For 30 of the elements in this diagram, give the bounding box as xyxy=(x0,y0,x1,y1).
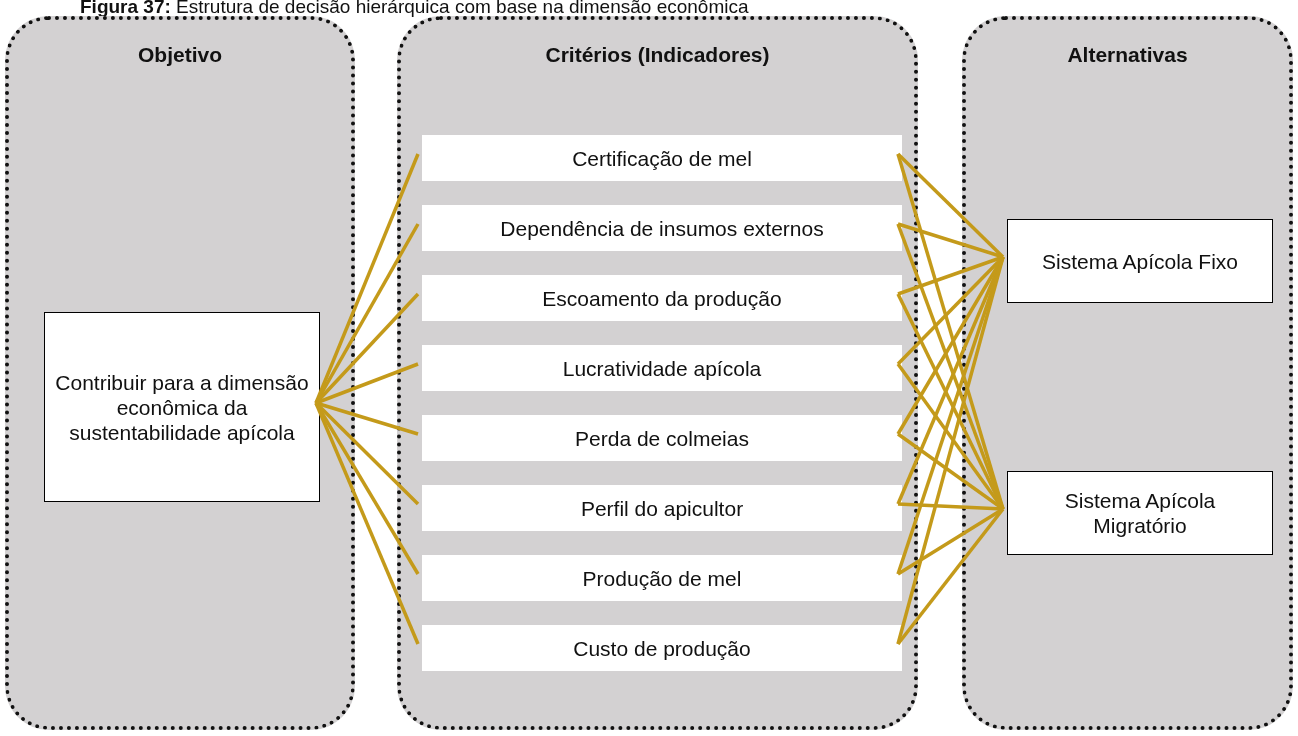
connector-line xyxy=(896,152,1005,259)
connector-line xyxy=(896,293,1005,510)
text-box: Sistema Apícola Migratório xyxy=(1007,471,1273,555)
group-panel xyxy=(962,16,1293,730)
criterion-box: Lucratividade apícola xyxy=(422,345,902,391)
panel-heading: Alternativas xyxy=(1066,42,1189,68)
connector-line xyxy=(897,507,1004,576)
connector-line xyxy=(314,292,420,405)
criterion-box: Perda de colmeias xyxy=(422,415,902,461)
criterion-box: Produção de mel xyxy=(422,555,902,601)
connector-line xyxy=(314,401,420,506)
connector-line xyxy=(896,362,1005,511)
connector-line xyxy=(896,256,1005,645)
connector-line xyxy=(314,402,420,645)
group-panel xyxy=(397,16,918,730)
connector-line xyxy=(314,223,420,404)
connector-line xyxy=(896,507,1005,646)
criterion-box: Custo de produção xyxy=(422,625,902,671)
panel-heading: Critérios (Indicadores) xyxy=(544,42,771,68)
criterion-box: Escoamento da produção xyxy=(422,275,902,321)
criterion-box: Certificação de mel xyxy=(422,135,902,181)
criterion-box: Perfil do apicultor xyxy=(422,485,902,531)
panel-heading: Objetivo xyxy=(137,42,223,68)
connector-line xyxy=(896,153,1005,510)
text-box: Contribuir para a dimensão econômica da sustentabilidade apícola xyxy=(44,312,320,502)
criterion-box: Dependência de insumos externos xyxy=(422,205,902,251)
text-box: Sistema Apícola Fixo xyxy=(1007,219,1273,303)
connector-line xyxy=(896,256,1005,575)
group-panel xyxy=(5,16,355,730)
connector-line xyxy=(897,222,1004,259)
